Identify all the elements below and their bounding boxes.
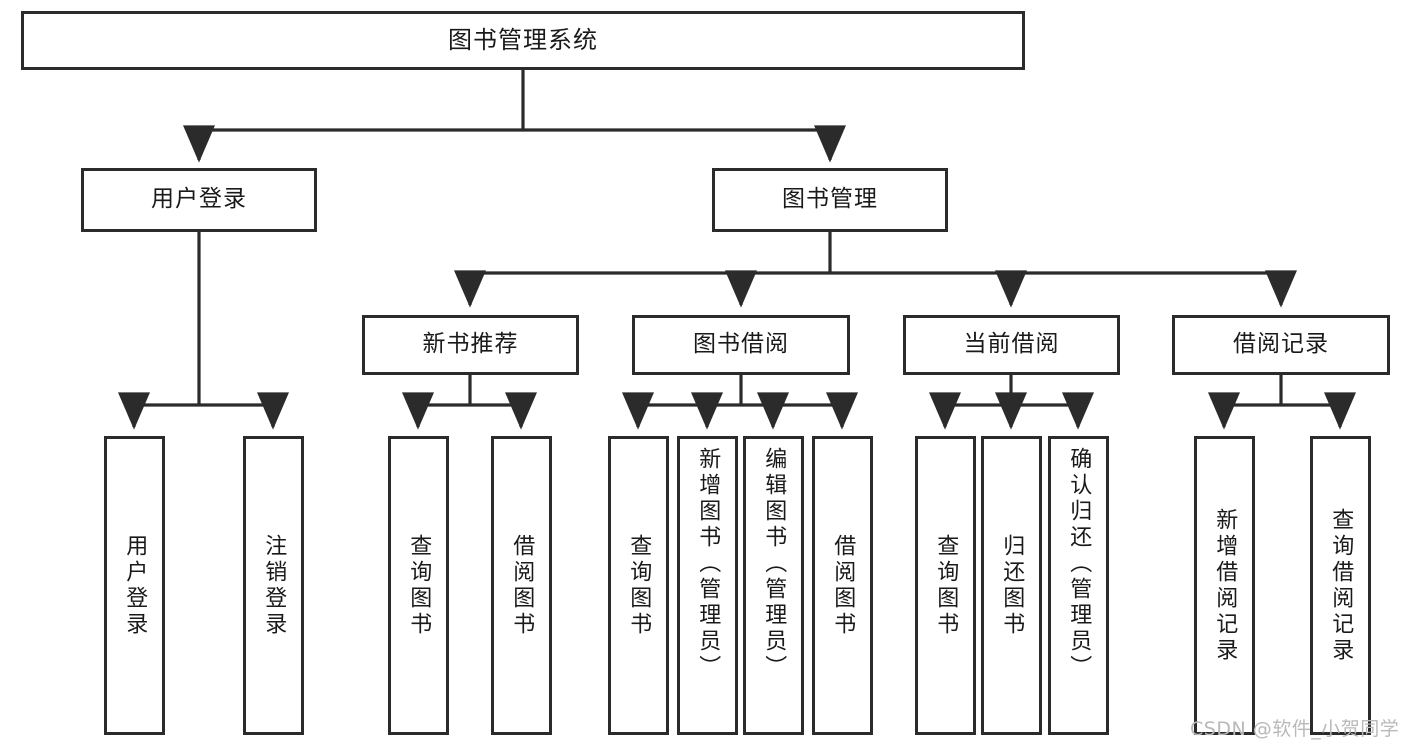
node-label: 查询图书 <box>406 533 432 638</box>
node-label: 查询图书 <box>933 533 959 638</box>
node-leaf-add-book-admin[interactable]: 新增图书（管理员） <box>677 436 738 735</box>
node-label: 确认归还（管理员） <box>1066 447 1092 681</box>
node-root-book-management-system[interactable]: 图书管理系统 <box>21 11 1025 70</box>
node-new-book-recommend[interactable]: 新书推荐 <box>362 315 579 375</box>
node-leaf-query-book-current[interactable]: 查询图书 <box>915 436 976 735</box>
node-label: 借阅图书 <box>830 533 856 638</box>
node-label: 图书管理 <box>782 186 878 213</box>
node-label: 编辑图书（管理员） <box>761 447 787 681</box>
node-leaf-edit-book-admin[interactable]: 编辑图书（管理员） <box>743 436 804 735</box>
node-leaf-query-borrow-record[interactable]: 查询借阅记录 <box>1310 436 1371 735</box>
node-leaf-add-borrow-record[interactable]: 新增借阅记录 <box>1194 436 1255 735</box>
node-label: 归还图书 <box>999 533 1025 638</box>
node-label: 注销登录 <box>261 533 287 638</box>
node-leaf-query-book-recommend[interactable]: 查询图书 <box>388 436 449 735</box>
node-leaf-borrow-book-recommend[interactable]: 借阅图书 <box>491 436 552 735</box>
node-label: 用户登录 <box>151 186 247 213</box>
node-leaf-confirm-return-admin[interactable]: 确认归还（管理员） <box>1048 436 1109 735</box>
node-label: 新增借阅记录 <box>1212 507 1238 664</box>
node-label: 查询借阅记录 <box>1328 507 1354 664</box>
node-leaf-logout[interactable]: 注销登录 <box>243 436 304 735</box>
node-label: 图书借阅 <box>693 331 789 358</box>
node-book-management[interactable]: 图书管理 <box>712 168 948 232</box>
node-leaf-borrow-book[interactable]: 借阅图书 <box>812 436 873 735</box>
node-leaf-return-book[interactable]: 归还图书 <box>981 436 1042 735</box>
node-leaf-user-login[interactable]: 用户登录 <box>104 436 165 735</box>
node-label: 图书管理系统 <box>448 26 598 55</box>
node-current-borrow[interactable]: 当前借阅 <box>903 315 1120 375</box>
node-user-login[interactable]: 用户登录 <box>81 168 317 232</box>
node-borrow-record[interactable]: 借阅记录 <box>1172 315 1390 375</box>
node-label: 查询图书 <box>626 533 652 638</box>
node-leaf-query-book-borrow[interactable]: 查询图书 <box>608 436 669 735</box>
node-label: 借阅记录 <box>1233 331 1329 358</box>
node-label: 新书推荐 <box>422 331 519 358</box>
node-label: 借阅图书 <box>509 533 535 638</box>
node-label: 新增图书（管理员） <box>695 447 721 681</box>
node-label: 当前借阅 <box>963 331 1060 358</box>
node-book-borrow[interactable]: 图书借阅 <box>632 315 850 375</box>
watermark-text: CSDN @软件_小贺同学 <box>1190 718 1400 740</box>
node-label: 用户登录 <box>122 533 148 638</box>
